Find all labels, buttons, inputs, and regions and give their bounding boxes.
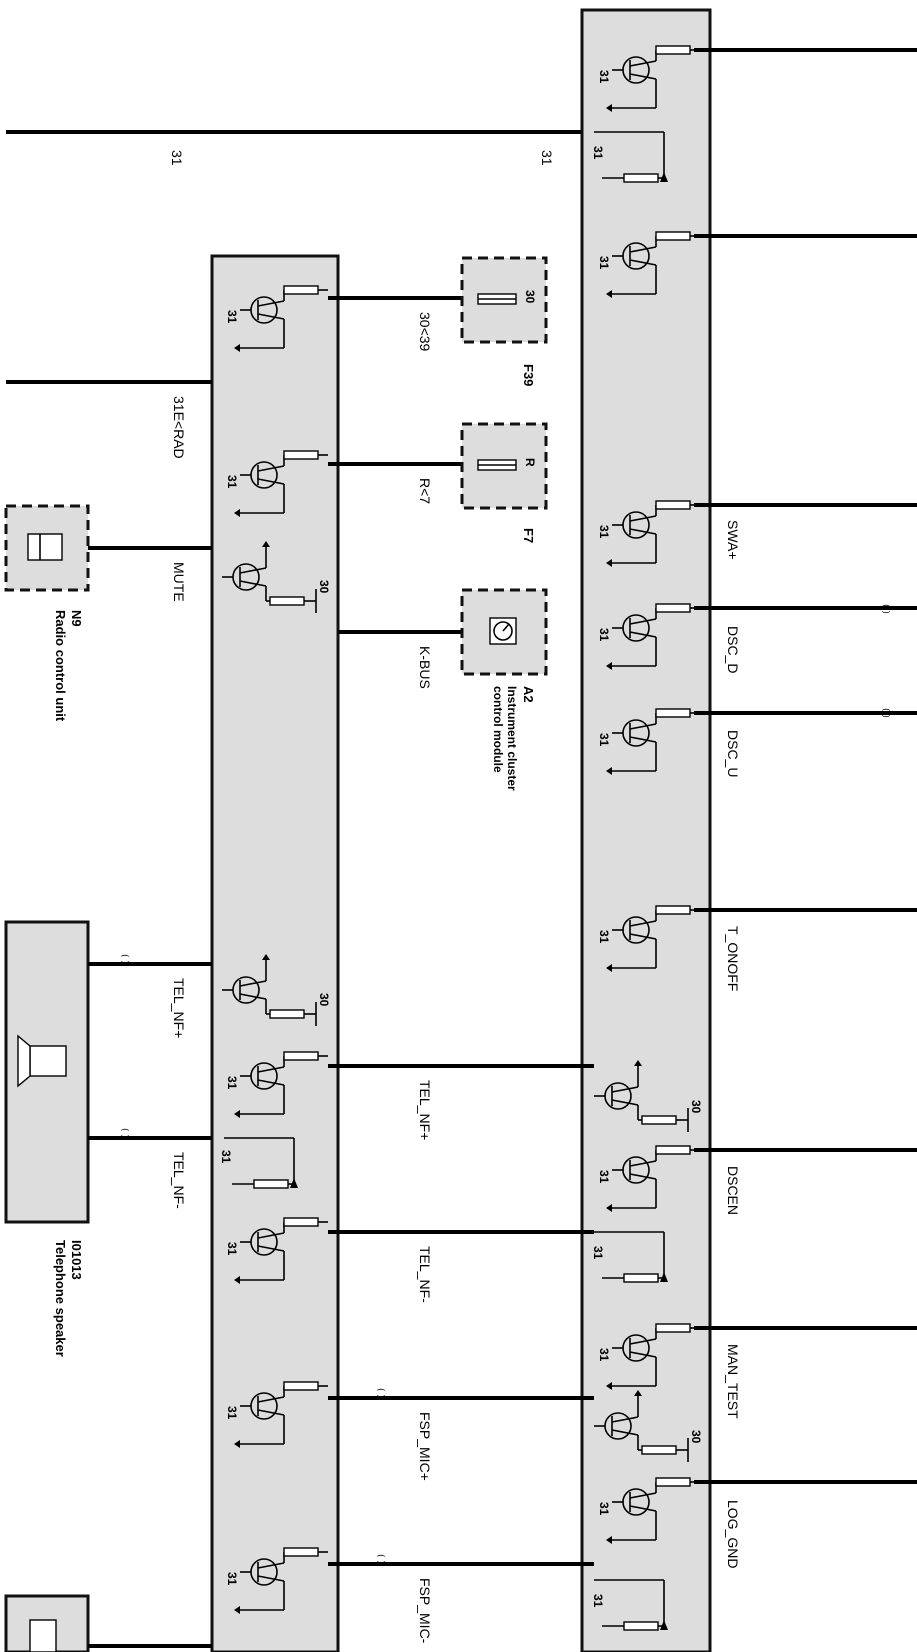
wire-label-fsp-mic-minus: FSP_MIC- <box>417 1578 433 1644</box>
svg-text:31: 31 <box>225 475 239 489</box>
gauge-icon <box>489 617 517 645</box>
svg-text:31: 31 <box>591 146 605 160</box>
wire-label-r-7: R<7 <box>417 478 433 504</box>
wire-label-mute: MUTE <box>171 562 187 602</box>
n9-name: Radio control unit <box>53 610 68 722</box>
svg-text:31: 31 <box>225 1076 239 1090</box>
wire-label-tel-nf-minus-mid: TEL_NF- <box>417 1246 433 1303</box>
svg-text:31: 31 <box>597 525 611 539</box>
svg-text:30: 30 <box>689 1100 703 1114</box>
svg-text:31: 31 <box>225 1572 239 1586</box>
svg-text:31: 31 <box>597 70 611 84</box>
svg-text:31: 31 <box>219 1150 233 1164</box>
wire-label-tel-nf-plus-left: TEL_NF+ <box>171 978 187 1038</box>
wire-label-tel-nf-minus-left: TEL_NF- <box>171 1152 187 1209</box>
wire-label-tel-nf-plus-mid: TEL_NF+ <box>417 1080 433 1140</box>
svg-text:( ): ( ) <box>119 1128 129 1138</box>
speaker-icon <box>17 1034 67 1088</box>
signal-dsc-d: DSC_D <box>725 626 741 673</box>
fuse-icon <box>477 293 517 305</box>
wire-label-30-39: 30<39 <box>417 312 433 352</box>
signal-t-onoff: T_ONOFF <box>725 926 741 991</box>
svg-text:30: 30 <box>317 580 331 594</box>
a2-label: A2 <box>521 686 536 703</box>
radio-icon <box>27 533 63 561</box>
svg-text:R: R <box>523 458 537 467</box>
a2-name-line2: control module <box>491 686 505 773</box>
svg-text:( ): ( ) <box>375 1388 385 1398</box>
svg-text:31: 31 <box>597 1170 611 1184</box>
svg-text:30: 30 <box>523 290 537 304</box>
f7-label: F7 <box>521 528 536 543</box>
instrument-cluster-a2 <box>460 588 548 676</box>
wire-label-k-bus: K-BUS <box>417 646 433 689</box>
signal-swa-plus: SWA+ <box>725 520 741 560</box>
signal-log-gnd: LOG_GND <box>725 1500 741 1568</box>
svg-text:31: 31 <box>225 1242 239 1256</box>
svg-text:30: 30 <box>689 1430 703 1444</box>
f39-label: F39 <box>521 364 536 386</box>
svg-text:31: 31 <box>225 1406 239 1420</box>
speaker-name-label: Telephone speaker <box>53 1240 68 1357</box>
svg-text:31: 31 <box>591 1594 605 1608</box>
ground-label-right: 31 <box>539 150 555 166</box>
wire-label-31e-rad: 31E<RAD <box>171 396 187 459</box>
connector-mark-dsc-u: ( ) <box>880 708 890 718</box>
svg-text:31: 31 <box>597 1502 611 1516</box>
signal-dsc-u: DSC_U <box>725 730 741 777</box>
right-control-module <box>580 8 712 1652</box>
ground-label-left: 31 <box>169 150 185 166</box>
svg-text:31: 31 <box>597 1348 611 1362</box>
svg-text:30: 30 <box>317 993 331 1007</box>
svg-text:( ): ( ) <box>375 1554 385 1564</box>
svg-text:31: 31 <box>597 930 611 944</box>
fuse-icon <box>477 459 517 471</box>
signal-man-test: MAN_TEST <box>725 1344 741 1419</box>
svg-text:( ): ( ) <box>119 954 129 964</box>
speaker-id-label: I01013 <box>69 1240 84 1280</box>
a2-name-line1: Instrument cluster <box>505 686 519 791</box>
svg-text:31: 31 <box>225 310 239 324</box>
signal-dscen: DSCEN <box>725 1166 741 1215</box>
n9-label: N9 <box>69 610 84 627</box>
connector-mark-dsc-d: ( ) <box>880 604 890 614</box>
svg-text:31: 31 <box>597 628 611 642</box>
wire-label-fsp-mic-plus: FSP_MIC+ <box>417 1412 433 1481</box>
svg-text:31: 31 <box>597 733 611 747</box>
svg-text:31: 31 <box>591 1246 605 1260</box>
svg-text:31: 31 <box>597 256 611 270</box>
middle-control-module <box>210 254 340 1652</box>
